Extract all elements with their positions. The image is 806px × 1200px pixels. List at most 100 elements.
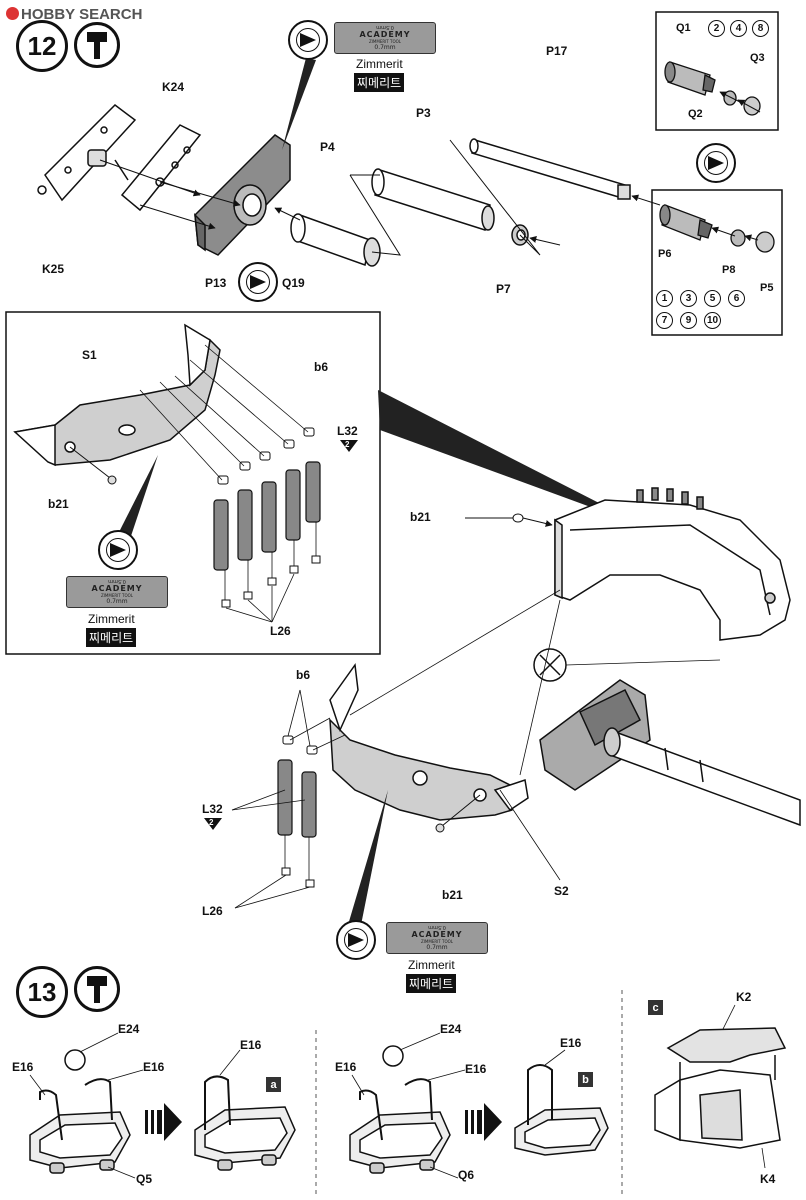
track-links-inset [213, 461, 321, 571]
no-glue-icon [533, 648, 721, 682]
label-p3: P3 [416, 106, 431, 120]
label-b21-s2: b21 [442, 888, 463, 902]
sub-label-c: c [648, 1000, 663, 1015]
quantity-tag: 2 [204, 818, 222, 830]
l26-clips-inset [221, 555, 321, 608]
paint-code-badge: 4 [730, 20, 747, 37]
gun-mantlet-barrel [539, 679, 801, 827]
label-p5: P5 [760, 282, 774, 294]
zimmerit-leader-step12 [282, 58, 316, 150]
part-s2-fender [329, 662, 529, 821]
plate-brand: ACADEMY [411, 930, 463, 939]
view-angle-icon [336, 920, 376, 960]
label-e16: E16 [560, 1036, 582, 1050]
inset-frame-s1 [5, 311, 381, 655]
part-p6 [659, 204, 713, 241]
part-p4-cylinder [290, 213, 381, 267]
paint-code-badge: 5 [704, 290, 721, 307]
zimmerit-korean: 찌메리트 [86, 628, 137, 647]
glue-tool-icon [74, 22, 120, 68]
detail-box-q [655, 11, 779, 131]
hull-assembly [554, 487, 791, 641]
plate-tool-text: ZIMMERIT TOOL [369, 39, 401, 44]
view-angle-icon [98, 530, 138, 570]
b6-clamps-s2 [282, 735, 318, 755]
label-e16: E16 [12, 1060, 34, 1074]
part-k2-k4-assembly [654, 1027, 787, 1149]
inset-leader-wedge [378, 390, 648, 528]
label-q2: Q2 [688, 108, 703, 120]
label-e24: E24 [440, 1022, 462, 1036]
plate-thickness: 0.7mm [426, 944, 448, 951]
label-s1: S1 [82, 348, 97, 362]
paint-code-badge: 10 [704, 312, 721, 329]
hatch-assembly-a-after [194, 1075, 296, 1171]
plate-tool-text: ZIMMERIT TOOL [101, 593, 133, 598]
quantity-tag: 2 [340, 440, 358, 452]
label-e16: E16 [465, 1062, 487, 1076]
hatch-assembly-b-after [514, 1064, 609, 1156]
label-q3: Q3 [750, 52, 765, 64]
label-e16: E16 [143, 1060, 165, 1074]
hatch-assembly-b-before [349, 1045, 451, 1174]
track-links-s2 [277, 759, 317, 838]
paint-code-badge: 7 [656, 312, 673, 329]
zimmerit-tool-plate: 0.5mm ACADEMY ZIMMERIT TOOL 0.7mm [386, 922, 488, 954]
quantity-tag-text: 2 [209, 818, 214, 827]
label-l26-s2: L26 [202, 904, 223, 918]
progress-arrow-b [465, 1103, 502, 1141]
zimmerit-korean: 찌메리트 [354, 73, 405, 92]
label-l32: L32 [337, 424, 358, 438]
part-q1 [664, 61, 716, 96]
sub-label-b: b [578, 1072, 593, 1087]
label-q6: Q6 [458, 1168, 475, 1182]
zimmerit-leader-s2 [345, 790, 388, 940]
plate-thickness: 0.7mm [374, 44, 396, 51]
step-12-number: 12 [16, 20, 68, 72]
label-q1: Q1 [676, 22, 691, 34]
label-p6: P6 [658, 248, 672, 260]
zimmerit-leader-inset [115, 455, 158, 545]
label-p8: P8 [722, 264, 736, 276]
label-p4: P4 [320, 140, 335, 154]
plate-tool-text: ZIMMERIT TOOL [421, 939, 453, 944]
zimmerit-title: Zimmerit [88, 612, 135, 626]
glue-tool-icon [74, 966, 120, 1012]
zimmerit-tool-plate: 0.5mm ACADEMY ZIMMERIT TOOL 0.7mm [66, 576, 168, 608]
part-q2 [723, 90, 737, 106]
paint-code-badge: 8 [752, 20, 769, 37]
part-p8 [730, 229, 746, 247]
label-l32-s2: L32 [202, 802, 223, 816]
label-k4: K4 [760, 1172, 776, 1186]
label-p17: P17 [546, 44, 568, 58]
part-k24-plate [114, 124, 202, 212]
label-q19: Q19 [282, 276, 305, 290]
part-k25-plate [37, 104, 137, 202]
label-p7: P7 [496, 282, 511, 296]
watermark-text: HOBBY SEARCH [21, 6, 143, 23]
plate-brand: ACADEMY [359, 30, 411, 39]
view-angle-icon [238, 262, 278, 302]
detail-box-p [651, 189, 783, 336]
part-p5 [755, 231, 775, 253]
zimmerit-tool-plate: 0.5mm ACADEMY ZIMMERIT TOOL 0.7mm [334, 22, 436, 54]
hobbysearch-watermark: HOBBY SEARCH [6, 6, 142, 23]
paint-code-badge: 3 [680, 290, 697, 307]
part-p3-cylinder [371, 168, 495, 231]
part-s1-fender [13, 323, 221, 467]
label-l26: L26 [270, 624, 291, 638]
part-q3 [743, 96, 761, 116]
sub-label-a: a [266, 1077, 281, 1092]
zimmerit-korean: 찌메리트 [406, 974, 457, 993]
label-s2: S2 [554, 884, 569, 898]
label-p13: P13 [205, 276, 227, 290]
zimmerit-title: Zimmerit [408, 958, 455, 972]
part-p13-mount [194, 134, 291, 256]
label-b21-hull: b21 [410, 510, 431, 524]
label-b21: b21 [48, 497, 69, 511]
label-e16: E16 [240, 1038, 262, 1052]
paint-code-badge: 6 [728, 290, 745, 307]
label-e24: E24 [118, 1022, 140, 1036]
label-e16: E16 [335, 1060, 357, 1074]
